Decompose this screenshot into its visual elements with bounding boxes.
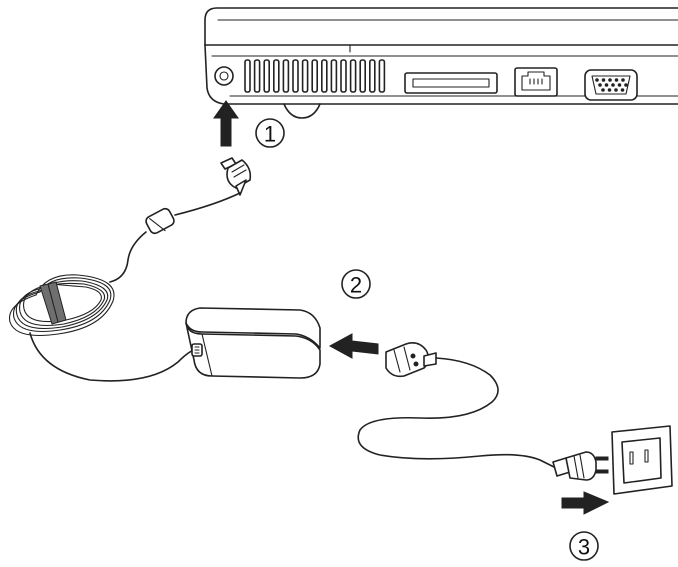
vent-slot [340, 59, 347, 93]
vent-slot [330, 59, 338, 93]
lan-port [514, 67, 558, 97]
vent-slot [292, 59, 299, 93]
vent-slot [301, 59, 309, 93]
step-marker-3: 3 [569, 531, 599, 561]
vga-pin [614, 78, 619, 82]
step-label-2: 2 [350, 273, 362, 298]
vent-slot [282, 59, 290, 93]
vent-slot [320, 59, 328, 93]
vent-slot [244, 59, 251, 93]
vga-pin [601, 88, 605, 92]
vent-slots [244, 59, 386, 93]
ac-adapter-icon [185, 307, 321, 379]
laptop-rear-icon [204, 7, 678, 119]
vga-pin [604, 83, 609, 87]
power-cord-icon [357, 357, 557, 469]
arrow-left-icon [328, 333, 379, 359]
vga-pin [620, 88, 625, 92]
vent-slot [272, 59, 280, 93]
ac-plug-icon [385, 342, 437, 378]
vga-pin [621, 78, 625, 82]
vent-slot [378, 59, 386, 93]
arrow-right-icon [561, 491, 610, 515]
vga-pin [595, 78, 599, 82]
vent-slot [349, 59, 357, 93]
vga-pin [607, 88, 612, 92]
vga-pin [614, 88, 618, 92]
vga-port [584, 69, 638, 101]
wall-plug-icon [552, 451, 609, 481]
step-marker-1: 1 [255, 118, 285, 148]
vga-pin [608, 78, 612, 82]
vga-pin [617, 83, 622, 87]
dc-in-port [214, 66, 234, 86]
vga-pin [624, 83, 628, 87]
vent-slot [253, 59, 261, 93]
step-label-1: 1 [264, 122, 276, 147]
vga-pin [611, 83, 615, 87]
vent-slot [368, 59, 376, 93]
dc-cable [109, 192, 241, 283]
dc-plug-icon [220, 157, 252, 196]
vga-pin [598, 83, 602, 87]
step-label-3: 3 [578, 535, 590, 560]
card-slot [404, 72, 498, 94]
vga-pin [601, 78, 606, 82]
vent-slot [359, 59, 367, 93]
vent-slot [263, 59, 271, 93]
coiled-cable [8, 274, 195, 382]
arrow-up-icon [213, 100, 239, 147]
wall-outlet-icon [611, 425, 673, 495]
step-marker-2: 2 [341, 269, 371, 299]
vent-slot [311, 59, 319, 93]
